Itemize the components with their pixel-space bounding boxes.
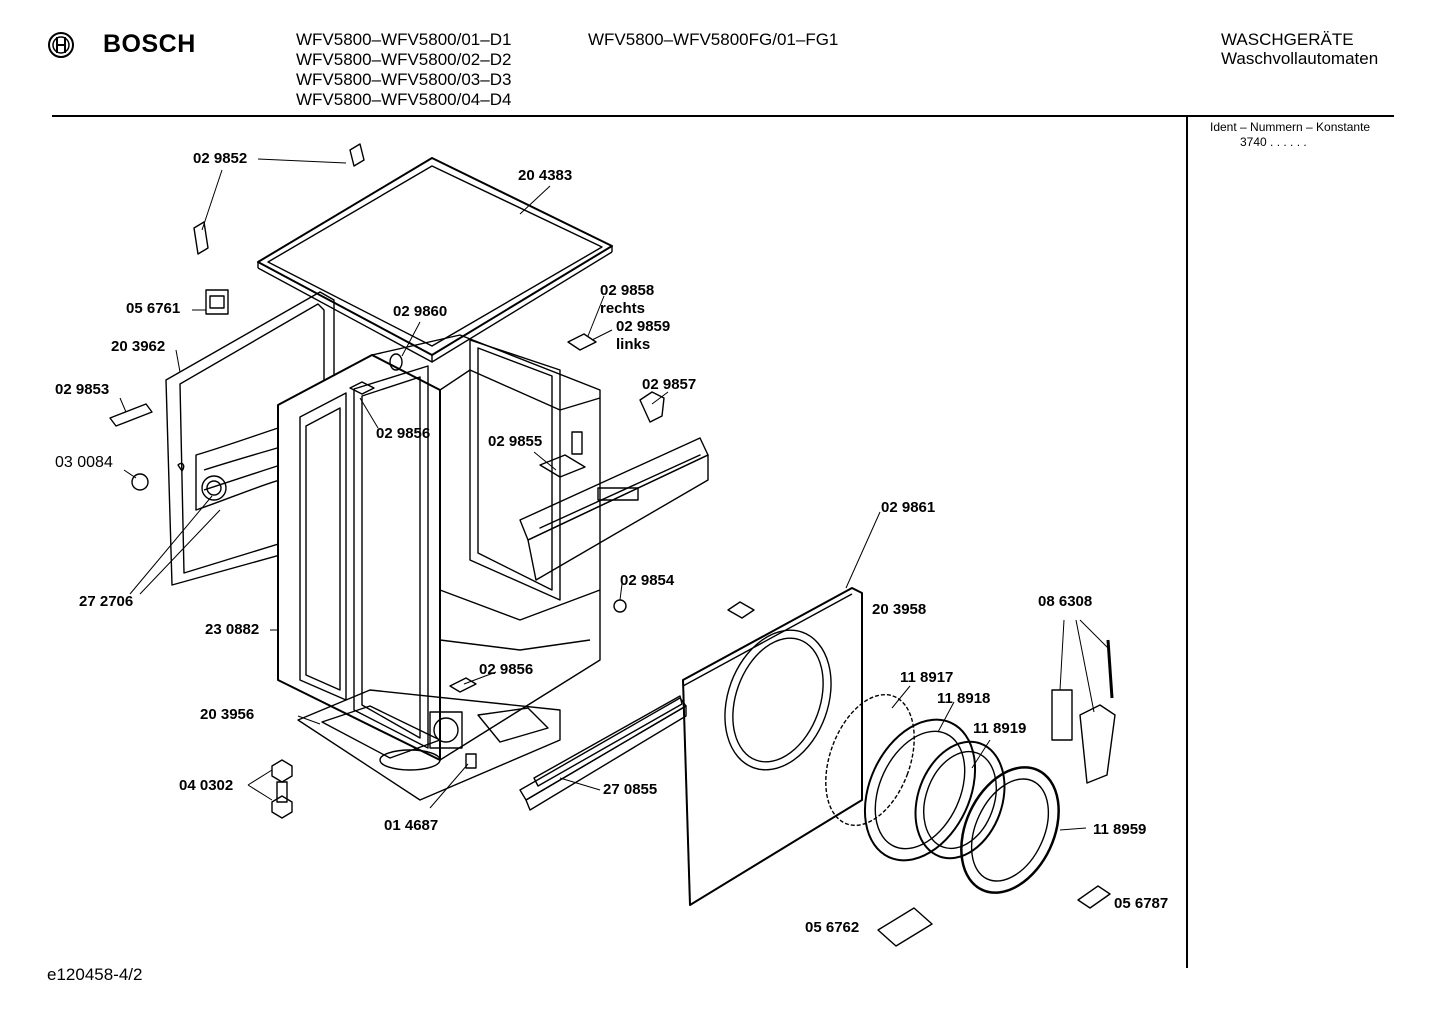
foot-040302-part [271,759,293,819]
part-label: 04 0302 [179,777,234,794]
part-label: 11 8917 [900,669,954,686]
model-list-1: WFV5800–WFV5800/01–D1 WFV5800–WFV5800/02… [296,30,511,110]
part-label: 03 0084 [55,454,113,471]
header-divider [52,115,1394,117]
part-label: 01 4687 [384,817,439,834]
kick-strip-part [519,695,687,811]
latch-056762-part [877,907,933,947]
part-label: 02 9856 [376,425,431,442]
base-plate-part [297,689,561,801]
part-label: 02 9859 [616,318,671,335]
part-label: 11 8919 [973,720,1027,737]
part-label: 27 0855 [603,781,658,798]
model-item: WFV5800–WFV5800/01–D1 [296,30,512,49]
plug-029854-part [613,599,627,613]
side-panel-divider [1186,116,1188,968]
part-label: 23 0882 [205,621,260,638]
clip-029856-part [349,381,477,693]
hinge-part [1051,639,1116,784]
subcategory-label: Waschvollautomaten [1221,49,1379,68]
part-label: 05 6787 [1114,895,1169,912]
model-item: WFV5800–WFV5800FG/01–FG1 [588,30,839,49]
part-label: 02 9852 [193,150,248,167]
plug-029860-part [389,353,403,371]
drawing-code: e120458-4/2 [47,965,143,984]
brand-name: BOSCH [103,30,196,58]
door-outer-ring-part [960,766,1060,894]
model-item: WFV5800–WFV5800/04–D4 [296,90,512,109]
ident-label: Ident – Nummern – Konstante [1210,120,1371,134]
part-label: 11 8918 [937,690,991,707]
door-ring-part [863,718,977,862]
part-label: 20 3962 [111,338,166,355]
part-label: 02 9855 [488,433,543,450]
model-item: WFV5800–WFV5800/03–D3 [296,70,512,89]
hook-029858-part [567,333,597,351]
part-label: 05 6761 [126,300,181,317]
part-label: 27 2706 [79,593,134,610]
part-label: 05 6762 [805,919,860,936]
part-label: 02 9853 [55,381,110,398]
top-lid-part [257,157,613,363]
cabinet-frame-part [277,334,601,761]
latch-056787-part [1077,885,1111,909]
part-label: 02 9860 [393,303,448,320]
control-bracket-part [519,391,709,581]
front-panel-part [682,587,863,906]
model-item: WFV5800–WFV5800/02–D2 [296,50,512,69]
part-label: 02 9861 [881,499,936,516]
clip-014687-part [465,753,477,769]
part-label: 11 8959 [1093,821,1147,838]
bracket-029853-part [109,403,153,427]
leader-lines [119,158,1109,831]
part-label: rechts [600,300,646,317]
door-gasket-part [825,693,915,827]
part-label: 02 9856 [479,661,534,678]
switch-056761-part [205,289,229,315]
bosch-logo-icon [47,31,75,59]
part-label: 02 9857 [642,376,697,393]
part-label: 02 9858 [600,282,655,299]
category-title: WASCHGERÄTE Waschvollautomaten [1221,30,1378,68]
part-label: 20 4383 [518,167,573,184]
screw-030084-part [131,473,149,491]
part-label: links [616,336,651,353]
ident-value: 3740 . . . . . . [1240,135,1307,149]
part-label: 20 3956 [200,706,255,723]
part-label: 20 3958 [872,601,927,618]
bracket-loose-part [727,601,755,619]
part-label: 08 6308 [1038,593,1093,610]
door-glass-part [914,740,1006,860]
model-list-2: WFV5800–WFV5800FG/01–FG1 [588,30,838,50]
clip-029852-part [193,143,365,255]
part-label: 02 9854 [620,572,675,589]
category-label: WASCHGERÄTE [1221,30,1354,49]
